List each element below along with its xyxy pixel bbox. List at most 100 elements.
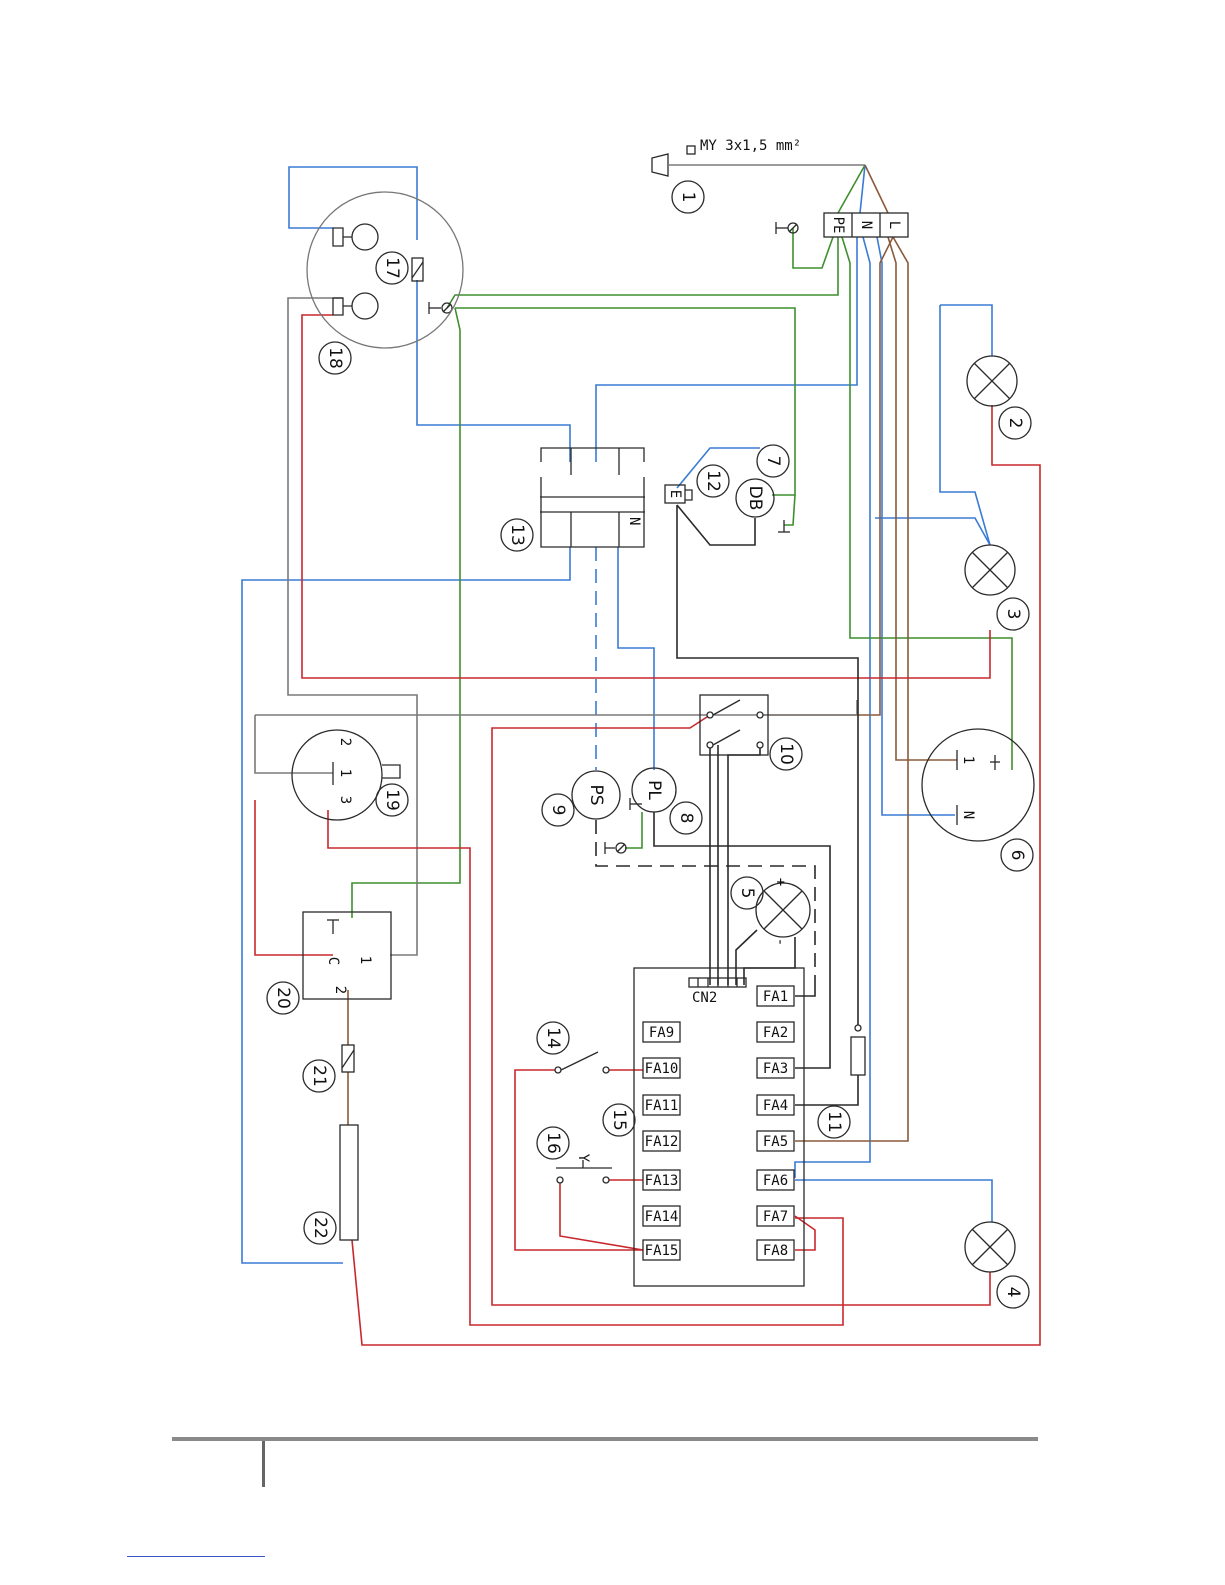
pressure-switch-9: PS bbox=[572, 771, 620, 819]
n13-label: N bbox=[626, 517, 642, 525]
terminal-label: FA9 bbox=[649, 1025, 674, 1041]
component-number-18: 18 bbox=[319, 342, 351, 374]
terminal-label: FA7 bbox=[763, 1209, 788, 1225]
component-number-label: 5 bbox=[737, 888, 757, 899]
terminal-block: PE N L bbox=[824, 213, 908, 237]
component-number-17: 17 bbox=[376, 252, 408, 284]
controller-terminal: FA9 bbox=[643, 1022, 680, 1042]
controller-terminal: FA7 bbox=[757, 1206, 794, 1226]
cn2-label: CN2 bbox=[692, 990, 717, 1006]
terminal-label: FA11 bbox=[645, 1098, 679, 1114]
heater-22 bbox=[340, 1125, 358, 1240]
terminal-label: FA12 bbox=[645, 1134, 679, 1150]
component-number-9: 9 bbox=[542, 794, 574, 826]
dashed-enclosure bbox=[596, 820, 815, 985]
component-number-6: 6 bbox=[1001, 839, 1033, 871]
component-number-label: 6 bbox=[1007, 850, 1027, 861]
footer-link-line bbox=[127, 1556, 265, 1557]
terminal-n-label: N bbox=[858, 221, 874, 229]
two20-label: 2 bbox=[332, 986, 348, 994]
terminal-label: FA4 bbox=[763, 1098, 788, 1114]
terminal-label: FA5 bbox=[763, 1134, 788, 1150]
component-number-3: 3 bbox=[997, 598, 1029, 630]
controller-terminal: FA14 bbox=[643, 1206, 680, 1226]
one6-label: 1 bbox=[960, 756, 976, 764]
e12-label: E bbox=[667, 490, 683, 498]
terminal-label: FA2 bbox=[763, 1025, 788, 1041]
component-number-label: 2 bbox=[1005, 418, 1025, 429]
terminal-label: FA13 bbox=[645, 1173, 679, 1189]
gray-wires bbox=[255, 298, 857, 955]
three19-label: 3 bbox=[337, 796, 353, 804]
component-number-4: 4 bbox=[997, 1276, 1029, 1308]
cable-marker-icon bbox=[687, 146, 695, 154]
component-number-label: 14 bbox=[543, 1027, 563, 1049]
component-number-15: 15 bbox=[603, 1104, 635, 1136]
component-number-16: 16 bbox=[537, 1127, 569, 1159]
supply-cable bbox=[652, 146, 888, 213]
minus5-label: - bbox=[772, 938, 788, 946]
terminal-label: FA14 bbox=[645, 1209, 679, 1225]
controller-board: CN2 bbox=[634, 968, 804, 1286]
component-number-label: 18 bbox=[325, 347, 345, 369]
controller-terminal: FA12 bbox=[643, 1131, 680, 1151]
component-number-label: 11 bbox=[824, 1111, 844, 1133]
terminal-label: FA10 bbox=[645, 1061, 679, 1077]
component-number-label: 13 bbox=[507, 524, 527, 546]
component-number-label: 1 bbox=[678, 192, 698, 203]
earth-icon bbox=[778, 520, 790, 532]
controller-terminal: FA13 bbox=[643, 1170, 680, 1190]
terminal-label: FA3 bbox=[763, 1061, 788, 1077]
controller-terminal: FA2 bbox=[757, 1022, 794, 1042]
component-7-db: DB bbox=[736, 479, 774, 517]
one19-label: 1 bbox=[337, 769, 353, 777]
component-number-label: 15 bbox=[609, 1109, 629, 1131]
y16-label: Y bbox=[575, 1154, 591, 1163]
component-13: N bbox=[540, 448, 645, 547]
footer-rule bbox=[172, 1437, 1038, 1441]
plug-icon bbox=[652, 154, 668, 176]
component-number-label: 3 bbox=[1003, 609, 1023, 620]
controller-terminal: FA8 bbox=[757, 1240, 794, 1260]
footer-tick bbox=[262, 1441, 265, 1487]
controller-terminal: FA6 bbox=[757, 1170, 794, 1190]
earth-icon bbox=[429, 302, 452, 314]
one20-label: 1 bbox=[357, 956, 373, 964]
component-number-label: 10 bbox=[776, 743, 796, 765]
component-number-11: 11 bbox=[818, 1106, 850, 1138]
controller-terminal: FA4 bbox=[757, 1095, 794, 1115]
earth-icon bbox=[776, 222, 798, 234]
switch-10 bbox=[700, 695, 768, 755]
pl-label: PL bbox=[644, 780, 664, 800]
component-number-label: 19 bbox=[382, 789, 402, 811]
component-number-label: 12 bbox=[703, 470, 723, 492]
lamp-icon bbox=[967, 356, 1017, 406]
component-number-label: 17 bbox=[382, 257, 402, 279]
component-number-label: 4 bbox=[1003, 1287, 1023, 1298]
fuse-11 bbox=[851, 1025, 865, 1075]
terminal-label: FA15 bbox=[645, 1243, 679, 1259]
component-number-label: 22 bbox=[310, 1217, 330, 1239]
brown-wires bbox=[348, 237, 957, 1141]
terminal-l-label: L bbox=[886, 221, 902, 229]
db-label: DB bbox=[745, 486, 765, 511]
terminal-pe-label: PE bbox=[830, 217, 846, 234]
controller-terminal: FA5 bbox=[757, 1131, 794, 1151]
terminal-label: FA8 bbox=[763, 1243, 788, 1259]
component-number-13: 13 bbox=[501, 519, 533, 551]
pressure-switch-8: PL bbox=[630, 768, 676, 812]
component-number-5: 5 bbox=[731, 877, 763, 909]
component-number-7: 7 bbox=[757, 445, 789, 477]
plus5-label: + bbox=[772, 878, 788, 886]
terminal-label: FA1 bbox=[763, 989, 788, 1005]
lamp-icon bbox=[965, 545, 1015, 595]
component-12: E bbox=[665, 485, 692, 503]
component-number-10: 10 bbox=[770, 738, 802, 770]
cable-label: MY 3x1,5 mm² bbox=[700, 138, 801, 154]
switch-14 bbox=[555, 1052, 609, 1073]
component-6: 1 N bbox=[922, 729, 1034, 841]
terminal-label: FA6 bbox=[763, 1173, 788, 1189]
